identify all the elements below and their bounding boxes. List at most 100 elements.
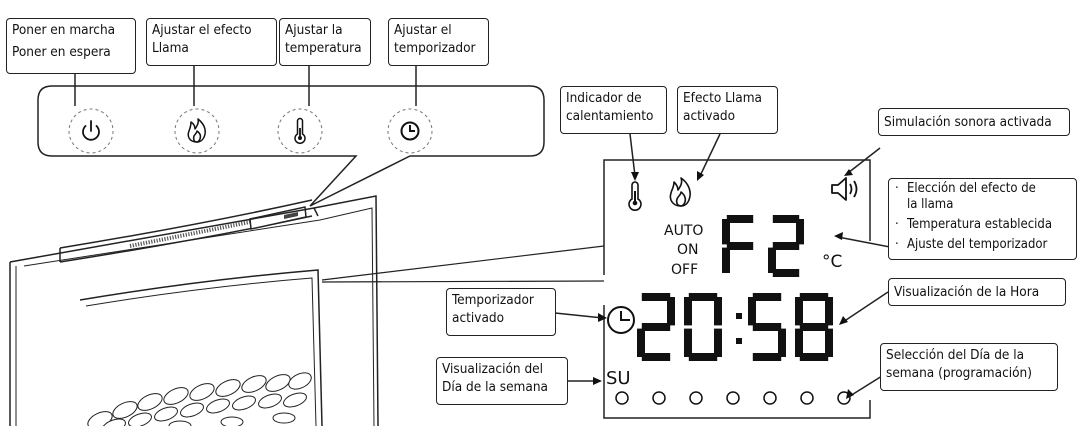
segment-b — [825, 297, 833, 326]
segment-g — [641, 323, 671, 331]
segment-e — [768, 247, 776, 273]
flame-button[interactable] — [174, 108, 220, 154]
segment-d — [688, 353, 718, 361]
callout-timer-line2: temporizador — [394, 40, 476, 56]
callout-power-line1: Poner en marcha — [12, 22, 116, 38]
callout-day-select-line1: Selección del Día de la — [886, 347, 1025, 363]
segment-b — [667, 297, 675, 326]
time-digit-0 — [637, 293, 675, 361]
callout-flame-line2: Llama — [152, 40, 189, 56]
callout-hour: Visualización de la Hora — [888, 278, 1066, 306]
pebbles — [87, 372, 312, 426]
callout-weekday-line2: Día de la semana — [442, 379, 548, 395]
power-icon — [82, 120, 100, 141]
callout-power-line2: Poner en espera — [12, 44, 111, 60]
segment-c — [714, 328, 722, 357]
segment-f — [722, 219, 730, 245]
segment-d — [641, 353, 671, 361]
day-selector — [615, 391, 851, 405]
callout-weekday: Visualización del Día de la semana — [436, 357, 568, 405]
mode-off-label: OFF — [671, 262, 699, 278]
callout-settings-line4: ·Ajuste del temporizador — [895, 237, 1048, 252]
setting-digit-0 — [722, 215, 754, 273]
callout-flame-on: Efecto Llama activado — [677, 86, 778, 134]
temperature-unit: °C — [822, 252, 843, 272]
segment-c — [825, 328, 833, 357]
segment-b — [714, 297, 722, 326]
callout-power: Poner en marcha Poner en espera — [6, 18, 136, 74]
segment-b — [796, 219, 804, 245]
callout-sound-line1: Simulación sonora activada — [884, 114, 1052, 130]
segment-e — [637, 328, 645, 357]
power-button[interactable] — [68, 108, 114, 154]
segment-a — [799, 293, 829, 301]
heating-indicator-icon — [628, 181, 642, 211]
segment-f — [748, 297, 756, 326]
callout-sound: Simulación sonora activada — [878, 108, 1070, 136]
day-dot — [615, 391, 629, 405]
segment-d — [752, 353, 782, 361]
callout-day-select: Selección del Día de la semana (programa… — [880, 343, 1058, 391]
callout-timer-on-line2: activado — [452, 310, 505, 326]
callout-settings-text3: Temperatura establecida — [907, 217, 1052, 232]
flame-indicator-icon — [669, 177, 691, 207]
segment-g — [799, 323, 829, 331]
time-digit-2 — [748, 293, 786, 361]
day-dot — [726, 391, 740, 405]
setting-digit-1 — [768, 215, 804, 277]
callout-day-select-line2: semana (programación) — [886, 365, 1032, 381]
day-dot — [837, 391, 851, 405]
callout-settings-text1: Elección del efecto de — [907, 181, 1036, 196]
callout-heating: Indicador de calentamiento — [560, 86, 667, 134]
callout-flame-line1: Ajustar el efecto — [152, 22, 252, 38]
segment-g — [752, 323, 782, 331]
segment-c — [778, 328, 786, 357]
segment-d — [799, 353, 829, 361]
callout-settings-line1: ·Elección del efecto de — [895, 181, 1036, 196]
segment-a — [688, 293, 718, 301]
fireplace — [9, 195, 379, 426]
callout-hour-line1: Visualización de la Hora — [894, 284, 1040, 300]
callout-timer-line1: Ajustar el — [394, 22, 452, 38]
callout-timer-on-line1: Temporizador — [452, 292, 534, 308]
segment-f — [795, 297, 803, 326]
callout-settings: ·Elección del efecto de la llama ·Temper… — [888, 178, 1077, 260]
segment-g — [772, 242, 800, 250]
timer-button[interactable] — [387, 108, 433, 154]
day-dot — [689, 391, 703, 405]
control-panel-zoom — [37, 85, 545, 207]
segment-a — [641, 293, 671, 301]
clock-icon — [400, 121, 420, 141]
day-dot — [800, 391, 814, 405]
day-dot — [652, 391, 666, 405]
segment-a — [726, 215, 754, 223]
time-colon-dot — [736, 338, 742, 344]
callout-flame-on-line1: Efecto Llama — [683, 90, 762, 106]
callout-temp-line1: Ajustar la — [285, 22, 343, 38]
callout-flame-on-line2: activado — [683, 108, 736, 124]
segment-f — [684, 297, 692, 326]
time-digit-3 — [795, 293, 833, 361]
segment-a — [772, 215, 800, 223]
callout-temp-line2: temperatura — [285, 40, 362, 56]
weekday-label: SU — [606, 368, 631, 389]
time-digit-1 — [684, 293, 722, 361]
mode-on-label: ON — [677, 242, 699, 258]
time-colon-dot — [736, 313, 742, 319]
callout-timer-on: Temporizador activado — [446, 288, 556, 336]
temperature-button[interactable] — [277, 108, 323, 154]
callout-heating-line1: Indicador de — [566, 90, 642, 106]
flame-icon — [187, 118, 206, 143]
callout-settings-line2: la llama — [907, 197, 954, 212]
segment-a — [752, 293, 782, 301]
callout-flame: Ajustar el efecto Llama — [146, 18, 277, 66]
callout-settings-text4: Ajuste del temporizador — [907, 237, 1048, 252]
callout-timer: Ajustar el temporizador — [388, 18, 489, 66]
callout-heating-line2: calentamiento — [566, 108, 654, 124]
speaker-icon — [831, 177, 858, 201]
day-dot — [763, 391, 777, 405]
thermometer-icon — [294, 117, 306, 145]
segment-e — [722, 247, 730, 273]
